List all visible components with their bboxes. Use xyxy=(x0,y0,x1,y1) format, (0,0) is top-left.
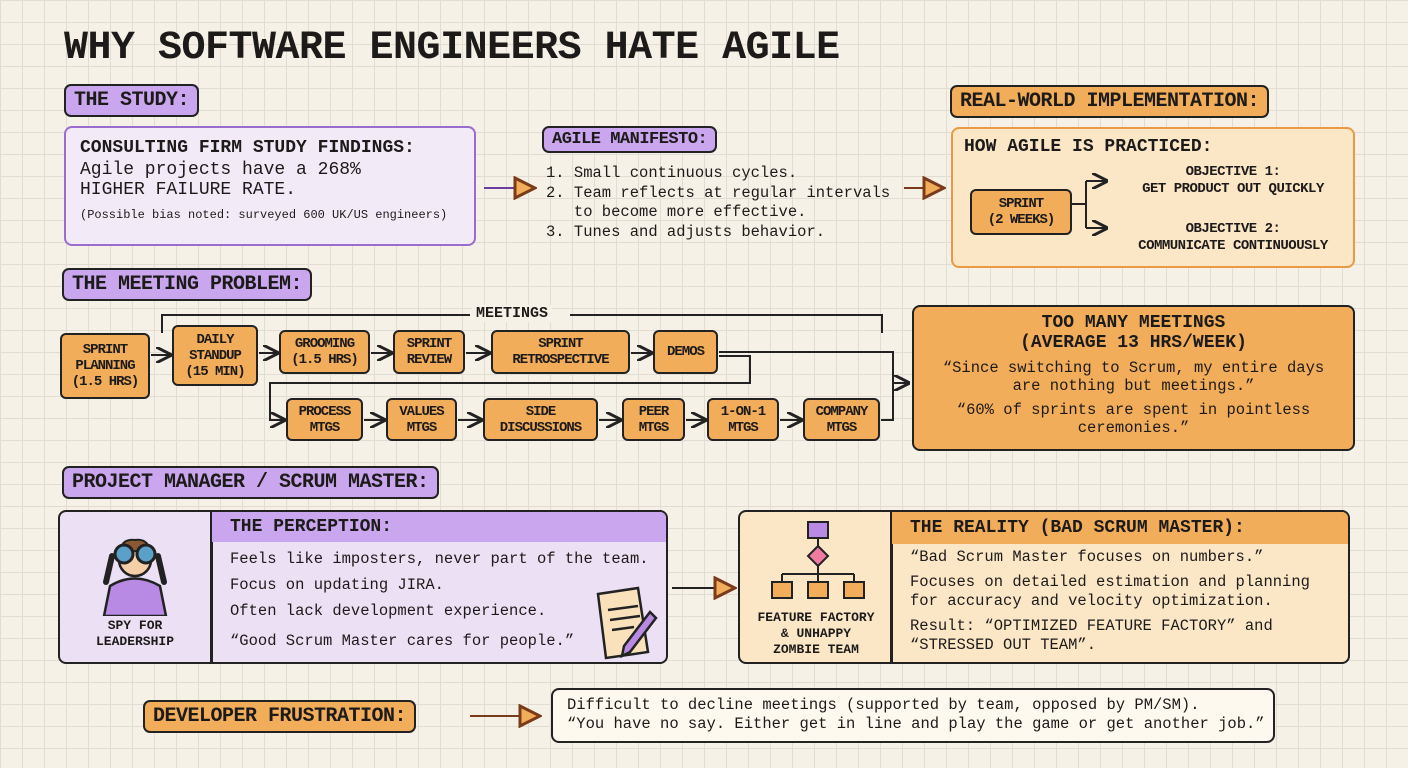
pm-label: PROJECT MANAGER / SCRUM MASTER: xyxy=(62,466,439,499)
frustration-box: Difficult to decline meetings (supported… xyxy=(551,688,1275,743)
summary-quote-1: “Since switching to Scrum, my entire day… xyxy=(942,359,1325,395)
meeting-peer: PEER MTGS xyxy=(622,398,685,441)
sprint-box: SPRINT (2 WEEKS) xyxy=(970,189,1072,235)
study-box: CONSULTING FIRM STUDY FINDINGS: Agile pr… xyxy=(64,126,476,246)
objective-2: OBJECTIVE 2:COMMUNICATE CONTINUOUSLY xyxy=(1113,221,1353,255)
perception-lines: Feels like imposters, never part of the … xyxy=(230,546,649,654)
meeting-demos: DEMOS xyxy=(653,330,718,374)
study-label: THE STUDY: xyxy=(64,84,200,117)
frustration-label: DEVELOPER FRUSTRATION: xyxy=(143,700,417,733)
meeting-grooming: GROOMING (1.5 HRS) xyxy=(279,330,370,374)
frustration-line2: “You have no say. Either get in line and… xyxy=(567,715,1265,733)
real-world-label: REAL-WORLD IMPLEMENTATION: xyxy=(950,85,1270,118)
manifesto-item: 3. Tunes and adjusts behavior. xyxy=(546,222,826,241)
summary-quote-2: “60% of sprints are spent in pointless c… xyxy=(956,401,1311,437)
meeting-sprint-planning: SPRINT PLANNING (1.5 HRS) xyxy=(60,333,150,399)
objective-2-title: OBJECTIVE 2: xyxy=(1185,221,1281,237)
perception-line: “Good Scrum Master cares for people.” xyxy=(230,632,575,650)
page-title: WHY SOFTWARE ENGINEERS HATE AGILE xyxy=(64,26,840,71)
meeting-company: COMPANY MTGS xyxy=(803,398,880,441)
objective-2-text: COMMUNICATE CONTINUOUSLY xyxy=(1138,238,1328,254)
spy-caption: SPY FOR LEADERSHIP xyxy=(95,618,174,649)
spy-binoculars-icon xyxy=(90,526,180,618)
manifesto-label: AGILE MANIFESTO: xyxy=(542,126,718,153)
objective-1-title: OBJECTIVE 1: xyxy=(1185,164,1281,180)
objective-1: OBJECTIVE 1:GET PRODUCT OUT QUICKLY xyxy=(1113,164,1353,198)
study-note: (Possible bias noted: surveyed 600 UK/US… xyxy=(80,208,448,222)
manifesto-item: 2. Team reflects at regular intervals xyxy=(546,183,891,202)
real-world-box: HOW AGILE IS PRACTICED: SPRINT (2 WEEKS)… xyxy=(951,127,1355,268)
meeting-side-discussions: SIDE DISCUSSIONS xyxy=(483,398,598,441)
meeting-process: PROCESS MTGS xyxy=(286,398,363,441)
reality-panel: FEATURE FACTORY & UNHAPPY ZOMBIE TEAM TH… xyxy=(738,510,1350,664)
feature-factory-caption: FEATURE FACTORY & UNHAPPY ZOMBIE TEAM xyxy=(757,610,875,657)
perception-line: Feels like imposters, never part of the … xyxy=(230,550,649,568)
study-heading: CONSULTING FIRM STUDY FINDINGS: xyxy=(80,138,415,158)
frustration-line1: Difficult to decline meetings (supported… xyxy=(567,696,1200,714)
reality-line: “Bad Scrum Master focuses on numbers.” xyxy=(910,548,1264,566)
manifesto-item: to become more effective. xyxy=(546,203,807,221)
reality-heading: THE REALITY (BAD SCRUM MASTER): xyxy=(892,512,1348,544)
divider xyxy=(890,512,893,662)
meeting-one-on-one: 1-ON-1 MTGS xyxy=(707,398,779,441)
notepad-pencil-icon xyxy=(590,582,660,667)
summary-title-2: (AVERAGE 13 HRS/WEEK) xyxy=(1020,333,1247,353)
divider xyxy=(210,512,213,662)
reality-line: Focuses on detailed estimation and plann… xyxy=(910,573,1310,610)
meeting-daily-standup: DAILY STANDUP (15 MIN) xyxy=(172,325,258,386)
perception-panel: SPY FOR LEADERSHIP THE PERCEPTION: Feels… xyxy=(58,510,668,664)
reality-line: Result: “OPTIMIZED FEATURE FACTORY” and … xyxy=(910,617,1273,654)
objective-1-text: GET PRODUCT OUT QUICKLY xyxy=(1142,181,1324,197)
manifesto-item: 1. Small continuous cycles. xyxy=(546,164,798,182)
meeting-problem-label: THE MEETING PROBLEM: xyxy=(62,268,313,301)
reality-lines: “Bad Scrum Master focuses on numbers.” F… xyxy=(910,548,1310,655)
meeting-sprint-retrospective: SPRINT RETROSPECTIVE xyxy=(491,330,630,374)
study-line2: HIGHER FAILURE RATE. xyxy=(80,180,297,200)
study-line1: Agile projects have a 268% xyxy=(80,160,361,180)
meeting-sprint-review: SPRINT REVIEW xyxy=(393,330,465,374)
meeting-values: VALUES MTGS xyxy=(386,398,457,441)
perception-line: Often lack development experience. xyxy=(230,602,547,620)
summary-title-1: TOO MANY MEETINGS xyxy=(1041,313,1226,333)
perception-line: Focus on updating JIRA. xyxy=(230,576,444,594)
perception-heading: THE PERCEPTION: xyxy=(212,512,666,542)
meetings-summary-box: TOO MANY MEETINGS (AVERAGE 13 HRS/WEEK) … xyxy=(912,305,1355,451)
real-world-heading: HOW AGILE IS PRACTICED: xyxy=(964,137,1213,157)
manifesto-list: 1. Small continuous cycles. 2. Team refl… xyxy=(546,164,890,242)
meetings-bracket-label: MEETINGS xyxy=(472,305,553,322)
flowchart-icon xyxy=(768,520,868,610)
